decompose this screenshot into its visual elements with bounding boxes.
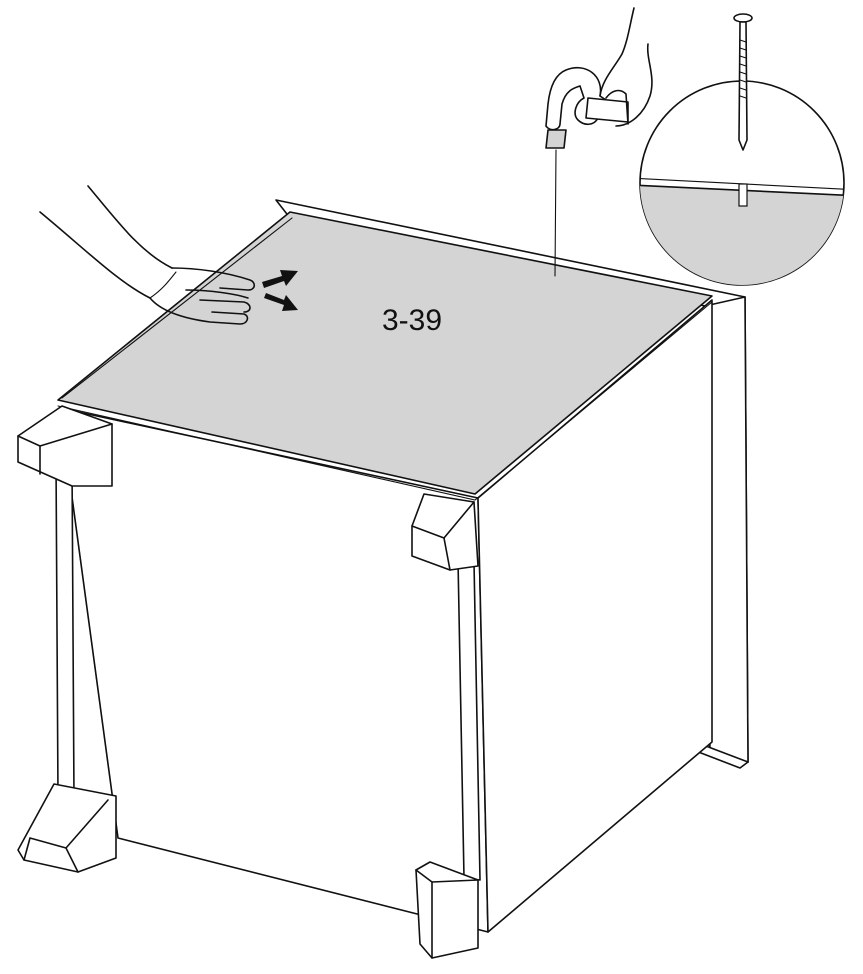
hammer-hand — [599, 7, 653, 127]
top-panel — [57, 211, 713, 501]
foot-right — [415, 861, 479, 959]
corner-block-top-right — [411, 493, 479, 571]
hammer-icon — [545, 66, 629, 277]
step-label: 3-39 — [382, 304, 442, 337]
foot-left — [17, 783, 117, 873]
nail-icon — [733, 13, 753, 151]
front-leg-left — [55, 459, 75, 801]
hand-icon — [39, 185, 256, 325]
cabinet-body — [59, 299, 713, 933]
push-arrow-icon — [262, 270, 298, 311]
corner-block-top-left — [17, 405, 113, 487]
